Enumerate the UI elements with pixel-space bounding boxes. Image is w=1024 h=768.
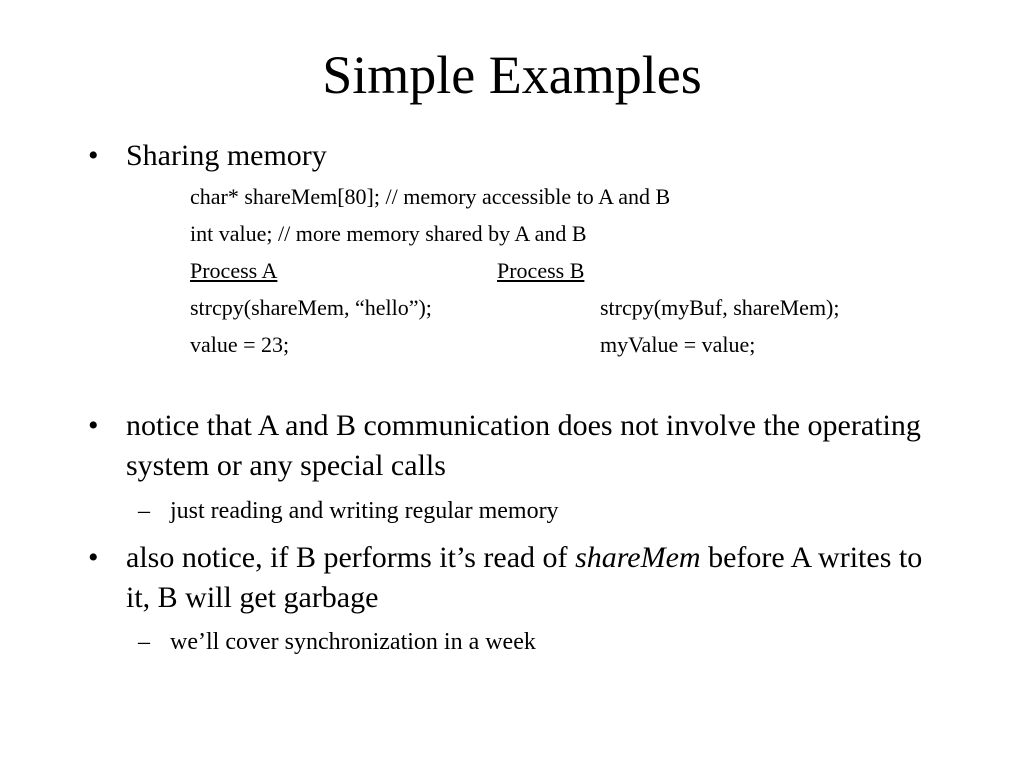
process-a-code-1: strcpy(shareMem, “hello”);: [190, 295, 432, 320]
process-b-label: Process B: [497, 258, 585, 283]
bullet-notice-communication: notice that A and B communication does n…: [126, 409, 921, 482]
process-a-label: Process A: [190, 258, 278, 283]
code-line-sharemem: char* shareMem[80]; // memory accessible…: [190, 184, 671, 209]
slide-title: Simple Examples: [322, 45, 702, 105]
bullet-marker: •: [88, 139, 99, 172]
sub-bullet-marker: –: [138, 498, 150, 524]
bullet3-text-after: before A writes to it, B will get garbag…: [126, 541, 923, 614]
bullet3-text-before: also notice, if B performs it’s read of: [126, 541, 576, 574]
bullet-notice-garbage: also notice, if B performs it’s read of …: [126, 538, 946, 618]
bullet3-sharemem-italic: shareMem: [575, 541, 701, 574]
sub-bullet-regular-memory: just reading and writing regular memory: [170, 498, 559, 524]
process-b-code-2: myValue = value;: [600, 332, 756, 357]
bullet-marker: •: [88, 409, 99, 442]
code-line-value: int value; // more memory shared by A an…: [190, 221, 587, 246]
bullet-marker: •: [88, 541, 99, 574]
bullet-sharing-memory: Sharing memory: [126, 139, 327, 172]
sub-bullet-synchronization: we’ll cover synchronization in a week: [170, 629, 536, 655]
process-a-code-2: value = 23;: [190, 332, 290, 357]
sub-bullet-marker: –: [138, 629, 150, 655]
process-b-code-1: strcpy(myBuf, shareMem);: [600, 295, 840, 320]
